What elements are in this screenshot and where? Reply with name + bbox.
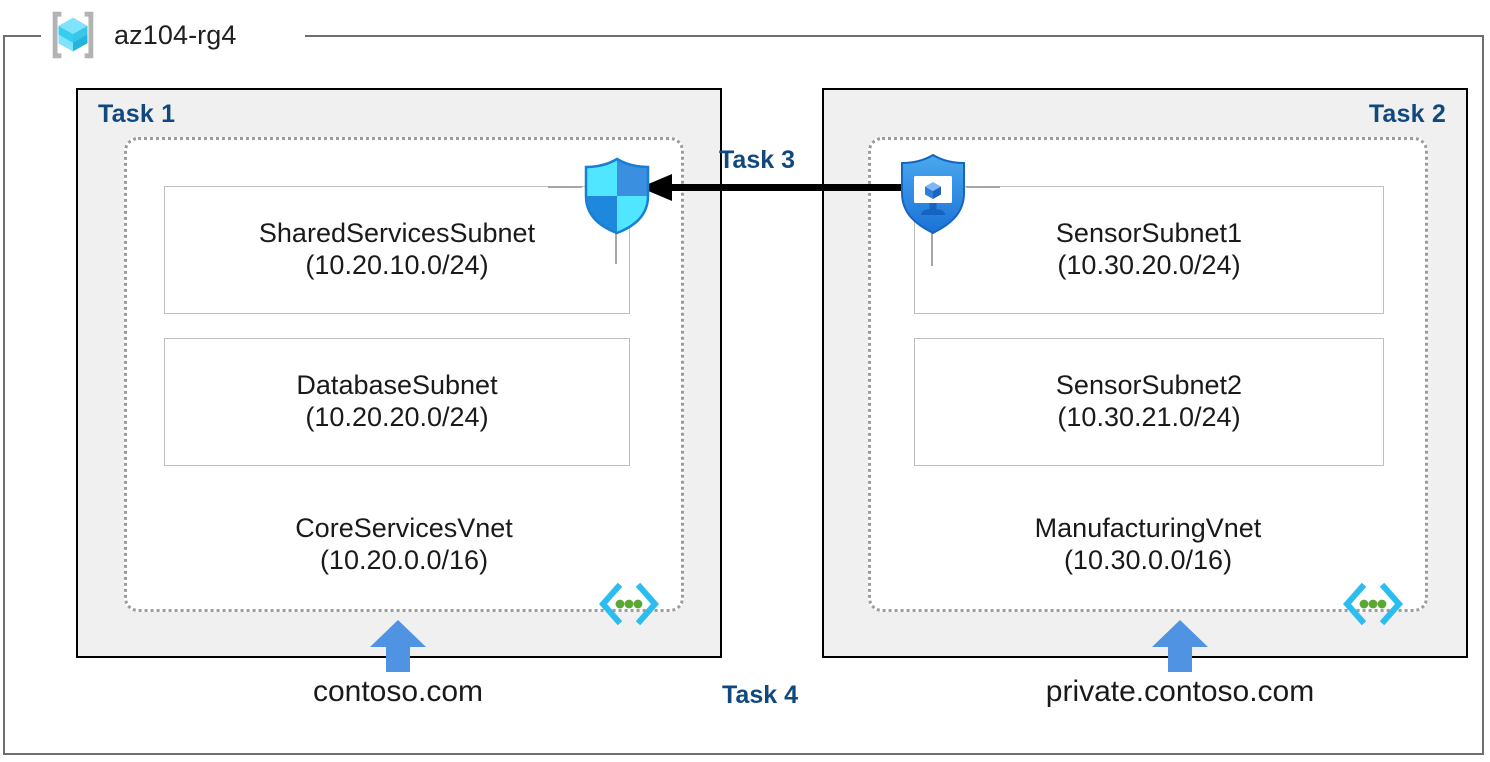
subnet-cidr: (10.30.21.0/24) — [1057, 402, 1241, 432]
dns-zone-label-private-contoso: private.contoso.com — [1045, 675, 1315, 708]
resource-group-name: az104-rg4 — [114, 19, 237, 50]
task-label-3: Task 3 — [719, 146, 795, 174]
subnet-name: SensorSubnet1 — [1055, 218, 1243, 249]
subnet-cidr: (10.30.20.0/24) — [1057, 250, 1241, 280]
resource-group-border-top-right — [305, 35, 1484, 37]
task-label-1: Task 1 — [98, 100, 176, 128]
virtual-network-icon — [598, 582, 660, 626]
vnet-cidr: (10.20.0.0/16) — [319, 545, 489, 576]
subnet-sensorsubnet1: SensorSubnet1 (10.30.20.0/24) — [914, 186, 1384, 314]
vnet-peering-arrow — [640, 170, 906, 206]
endpoint-connector-stub-right — [966, 186, 1000, 188]
subnet-name: SharedServicesSubnet — [258, 218, 536, 249]
azure-resource-group-cube-icon — [44, 6, 102, 64]
dns-link-arrow-private-contoso — [1152, 620, 1208, 672]
subnet-name: DatabaseSubnet — [296, 370, 498, 401]
endpoint-connector-stub-down — [931, 230, 933, 266]
resource-group-border-top-left — [3, 35, 41, 37]
vnet-cidr: (10.30.0.0/16) — [1063, 545, 1233, 576]
vnet-caption-coreservicesvnet: CoreServicesVnet (10.20.0.0/16) — [124, 512, 684, 577]
resource-group-border-right — [1482, 35, 1484, 755]
vnet-name: CoreServicesVnet — [295, 513, 513, 543]
subnet-sharedservicessubnet: SharedServicesSubnet (10.20.10.0/24) — [164, 186, 630, 314]
subnet-cidr: (10.20.20.0/24) — [305, 402, 489, 432]
security-endpoint-shield-monitor-icon — [895, 152, 971, 236]
virtual-network-icon — [1342, 582, 1404, 626]
subnet-cidr: (10.20.10.0/24) — [305, 250, 489, 280]
dns-link-arrow-contoso — [370, 620, 426, 672]
subnet-name: SensorSubnet2 — [1055, 370, 1243, 401]
task-label-2: Task 2 — [1368, 100, 1446, 128]
subnet-sensorsubnet2: SensorSubnet2 (10.30.21.0/24) — [914, 338, 1384, 466]
network-security-group-shield-icon — [580, 156, 654, 236]
nsg-connector-stub-left — [548, 186, 582, 188]
nsg-connector-stub-down — [615, 228, 617, 264]
vnet-caption-manufacturingvnet: ManufacturingVnet (10.30.0.0/16) — [868, 512, 1428, 577]
resource-group-header: az104-rg4 — [44, 6, 236, 64]
dns-zone-label-contoso: contoso.com — [312, 675, 484, 708]
vnet-name: ManufacturingVnet — [1034, 513, 1262, 543]
task-label-4: Task 4 — [722, 681, 798, 709]
resource-group-border-bottom — [3, 753, 1484, 755]
resource-group-border-left — [3, 35, 5, 755]
subnet-databasesubnet: DatabaseSubnet (10.20.20.0/24) — [164, 338, 630, 466]
